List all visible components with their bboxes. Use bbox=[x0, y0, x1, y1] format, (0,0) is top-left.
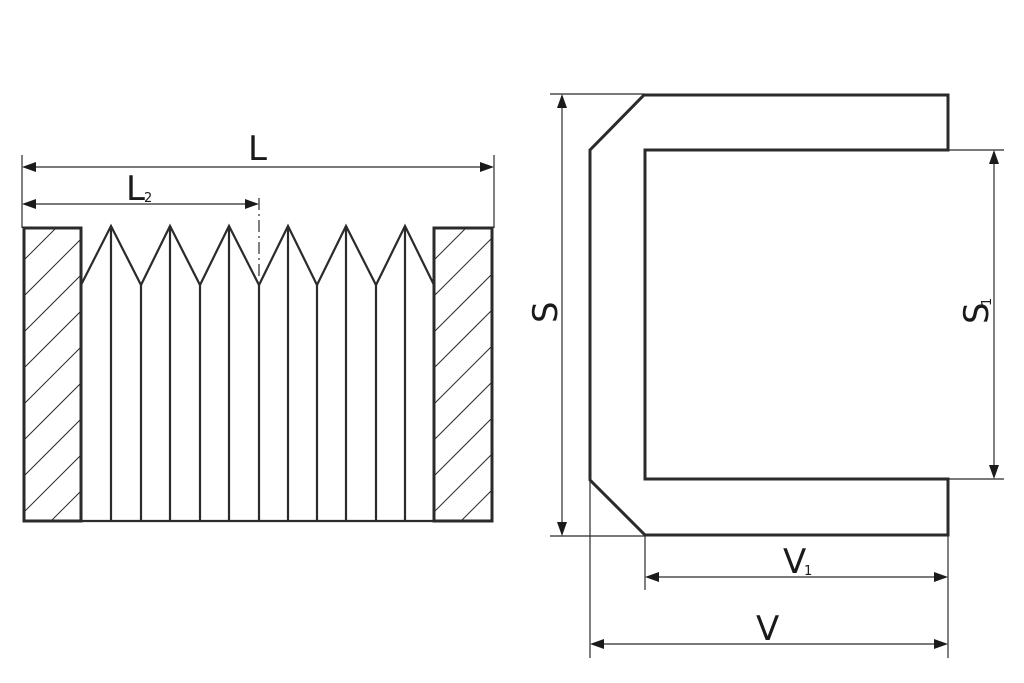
dimension-label-v: V bbox=[756, 609, 779, 649]
right-flange-hatching bbox=[434, 228, 492, 521]
dimension-l2: L 2 bbox=[22, 169, 259, 209]
side-view: L L 2 bbox=[21, 129, 495, 523]
dimension-label-l2-subscript: 2 bbox=[144, 191, 152, 206]
left-flange bbox=[22, 226, 83, 523]
bellows-folds bbox=[80, 223, 435, 523]
right-flange bbox=[432, 226, 494, 523]
arrowhead bbox=[245, 199, 259, 209]
dimension-label-l2: L bbox=[126, 169, 145, 209]
dimension-l: L bbox=[21, 129, 495, 228]
dimension-s1: S 1 bbox=[957, 150, 999, 479]
dimension-label-l: L bbox=[248, 129, 267, 169]
dimension-v1: V 1 bbox=[645, 542, 948, 582]
dimension-label-s1: S bbox=[957, 302, 997, 324]
arrowhead bbox=[934, 572, 948, 582]
arrowhead bbox=[989, 465, 999, 479]
arrowhead bbox=[590, 639, 604, 649]
end-view: S S 1 V 1 V bbox=[526, 93, 1004, 658]
left-flange-hatching bbox=[24, 228, 81, 521]
arrowhead bbox=[480, 162, 494, 172]
arrowhead bbox=[934, 639, 948, 649]
dimension-label-s: S bbox=[526, 301, 566, 323]
arrowhead bbox=[989, 150, 999, 164]
u-profile-outline bbox=[588, 93, 950, 537]
dimension-label-v1: V bbox=[783, 542, 806, 582]
arrowhead bbox=[22, 162, 36, 172]
arrowhead bbox=[557, 94, 567, 108]
arrowhead bbox=[645, 572, 659, 582]
dimension-label-v1-subscript: 1 bbox=[804, 564, 812, 579]
arrowhead bbox=[22, 199, 36, 209]
dimension-label-s1-subscript: 1 bbox=[980, 298, 995, 306]
dimension-s: S bbox=[526, 94, 567, 536]
dimension-v: V bbox=[590, 609, 948, 649]
arrowhead bbox=[557, 522, 567, 536]
